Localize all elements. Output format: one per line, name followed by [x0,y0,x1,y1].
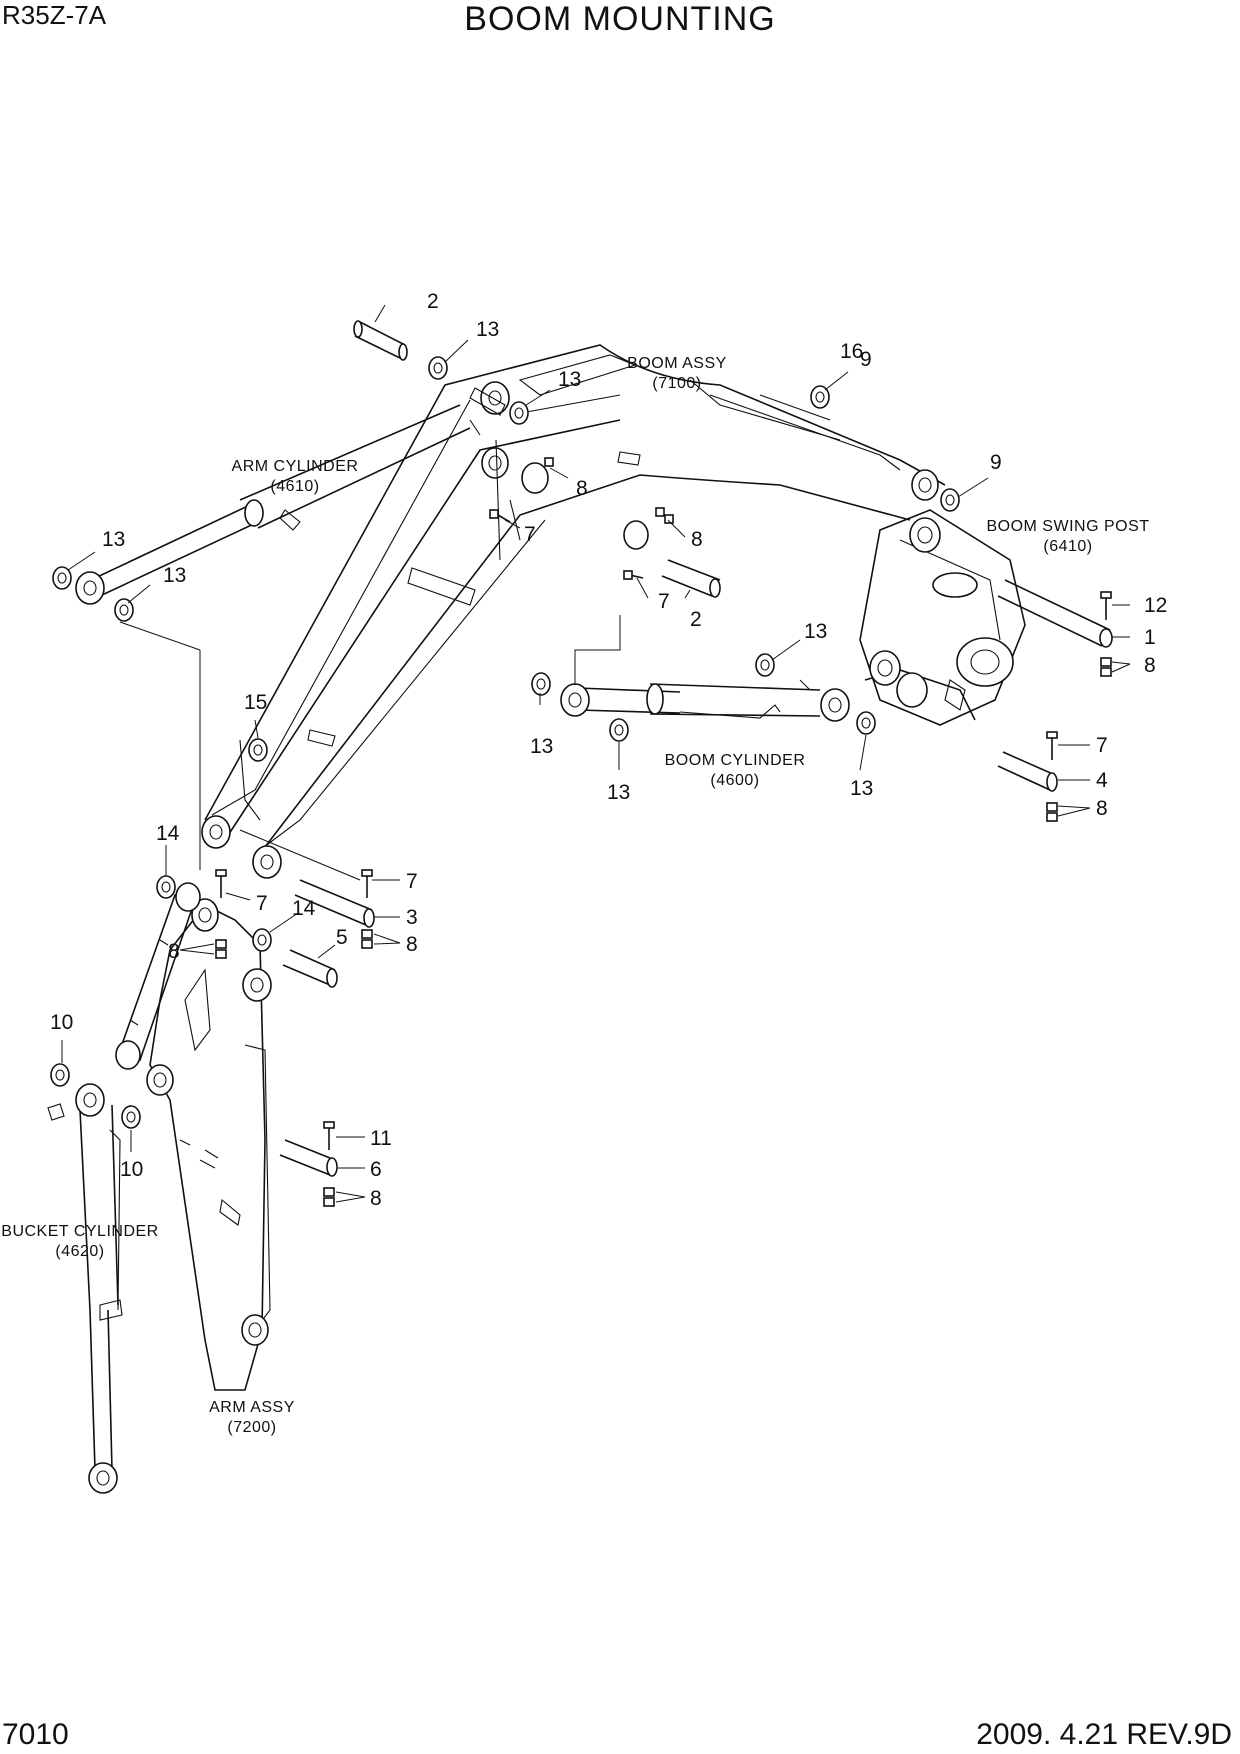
callout-number: 6 [370,1158,382,1181]
label-arm-assy-code: (7200) [227,1419,276,1436]
callout-number: 8 [1096,797,1108,820]
callout-number: 16 [840,340,863,363]
label-bucket-cylinder-name: BUCKET CYLINDER [1,1223,158,1240]
boom-assembly-drawing [201,344,946,879]
label-boom-cylinder-name: BOOM CYLINDER [665,752,806,769]
callout-number: 13 [850,777,873,800]
boom-cylinder-drawing [560,679,850,722]
callout-number: 8 [1144,654,1156,677]
arm-cylinder-drawing [75,381,510,605]
model-code: R35Z-7A [2,0,107,30]
callout-number: 13 [530,735,553,758]
callout-number: 15 [244,691,267,714]
callout-number: 7 [406,870,418,893]
callout-number: 13 [558,368,581,391]
callout-number: 7 [524,523,536,546]
callout-number: 14 [292,897,316,920]
label-boom-assy-name: BOOM ASSY [627,355,727,372]
callout-number: 2 [427,290,439,313]
callout-number: 13 [102,528,125,551]
callout-number: 7 [658,590,670,613]
callout-number: 5 [336,926,348,949]
label-arm-assy-name: ARM ASSY [209,1399,295,1416]
callout-number: 12 [1144,594,1167,617]
callout-number: 8 [370,1187,382,1210]
boom-swing-post-drawing [859,509,1113,726]
callout-number: 13 [607,781,630,804]
arm-assembly-drawing [115,882,272,1391]
callout-number: 13 [163,564,186,587]
label-arm-cylinder-code: (4610) [270,478,319,495]
callout-number: 11 [370,1127,392,1150]
callout-number: 3 [406,906,418,929]
revision-date: 2009. 4.21 REV.9D [976,1718,1232,1751]
callout-number: 8 [691,528,703,551]
callout-number: 10 [50,1011,73,1034]
callout-number: 2 [690,608,702,631]
callout-number: 14 [156,822,180,845]
callout-number: 1 [1144,626,1156,649]
callout-number: 7 [1096,734,1108,757]
label-boom-cylinder-code: (4600) [710,772,759,789]
callout-number: 9 [860,348,872,371]
callout-leader-lines [61,304,1131,1203]
bucket-cylinder-drawing [47,1083,123,1494]
callout-number: 13 [476,318,499,341]
page-title: BOOM MOUNTING [464,0,776,38]
callout-number: 4 [1096,769,1108,792]
callout-number: 13 [804,620,827,643]
callout-number: 10 [120,1158,143,1181]
callout-number: 8 [406,933,418,956]
label-bucket-cylinder-code: (4620) [55,1243,104,1260]
page-number: 7010 [2,1718,69,1751]
label-arm-cylinder-name: ARM CYLINDER [232,458,359,475]
label-boom-swing-post-name: BOOM SWING POST [986,518,1149,535]
callout-number: 9 [990,451,1002,474]
callout-number: 7 [256,892,268,915]
callout-number: 8 [168,940,180,963]
label-boom-swing-post-code: (6410) [1043,538,1092,555]
callout-number: 8 [576,477,588,500]
pins-and-hardware [50,320,1112,1207]
callout-numbers: 2 13 13 16 9 9 8 7 8 7 2 13 13 12 1 8 13… [50,290,1167,1210]
label-boom-assy-code: (7100) [652,375,701,392]
